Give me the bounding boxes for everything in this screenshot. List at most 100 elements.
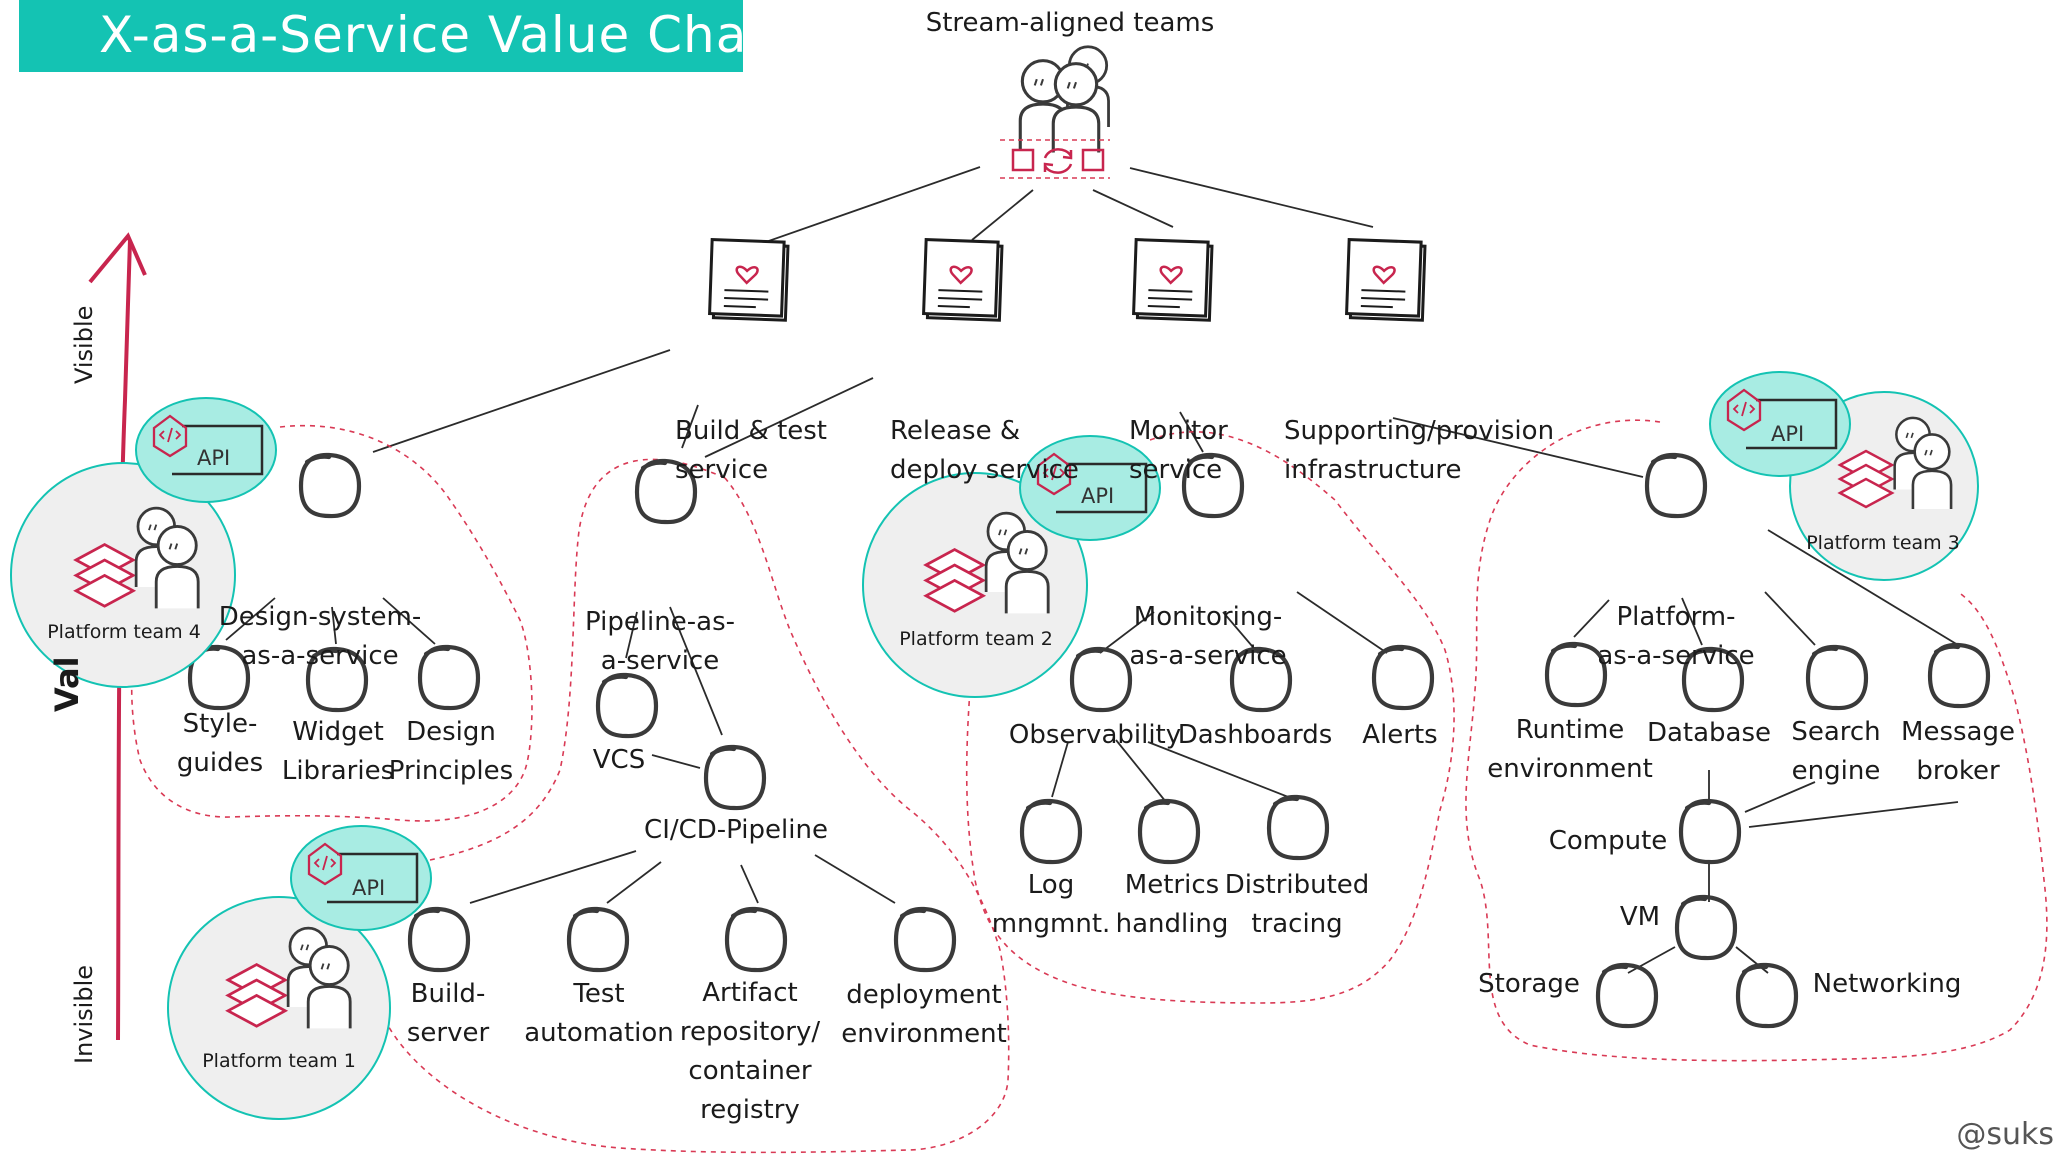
api-bubble-team-3 [1709, 371, 1851, 477]
axis-invisible-label: Invisible [70, 965, 98, 1064]
connector-stream-infra [1129, 167, 1374, 228]
connector-design-widget [331, 606, 337, 645]
platform-teams [10, 371, 1979, 1120]
label-metrics: Metrics handling [1115, 870, 1229, 939]
api-bubble-team-1 [290, 825, 432, 931]
code-icon [1726, 388, 1762, 432]
node-artifact [724, 906, 788, 973]
label-log-mgmt: Log mngmnt. [991, 870, 1111, 939]
boundary-monitoring [965, 431, 1455, 1004]
code-icon [152, 414, 188, 458]
people-icon [1018, 45, 1111, 154]
label-deploy-env: deployment environment [841, 980, 1007, 1049]
platform-paas-label: Platform-as-a-service [1597, 602, 1755, 671]
service-release-label: Release &deploy service [890, 416, 1079, 485]
team-4-badge [10, 462, 236, 688]
node-runtime [1544, 641, 1608, 708]
platform-monitoring-label: Monitoring-as-a-service [1129, 602, 1287, 671]
label-search: Search engine [1791, 717, 1881, 786]
node-widget [305, 646, 369, 713]
axis-value-label: Val [48, 656, 86, 712]
label-vm: VM [1619, 902, 1661, 932]
connector-cicd-deploy [814, 854, 896, 904]
node-alerts [1371, 644, 1435, 711]
label-build-server: Build- server [406, 979, 490, 1048]
document-heart-icon [708, 238, 790, 322]
node-deploy [893, 906, 957, 973]
label-compute: Compute [1548, 826, 1668, 856]
node-tracing [1266, 794, 1330, 861]
connector-paas-search [1764, 591, 1816, 646]
group-boundaries [130, 419, 2048, 1154]
node-design [298, 452, 362, 519]
label-storage: Storage [1478, 969, 1580, 999]
label-styleguides: Style- guides [176, 709, 264, 778]
node-metrics [1137, 798, 1201, 865]
label-database: Database [1646, 718, 1772, 748]
node-vcs [595, 672, 659, 739]
connector-monitoring-alerts [1296, 591, 1388, 654]
connector-obs-log [1051, 741, 1069, 798]
api-bubble-team-2 [1019, 435, 1161, 541]
page-title: X-as-a-Service Value Chain [99, 6, 795, 64]
connector-design-principles [382, 597, 436, 645]
label-design-principles: Design Principles [388, 717, 514, 786]
connector-paas-runtime [1573, 599, 1610, 638]
title-banner: X-as-a-Service Value Chain [19, 0, 794, 72]
service-documents [708, 238, 1427, 322]
platform-pipeline-label: Pipeline-as-a-service [585, 607, 735, 676]
connector-build-design [372, 349, 671, 453]
node-dashboards [1229, 646, 1293, 713]
connector-cicd-build [469, 850, 637, 904]
node-vm [1674, 894, 1738, 961]
connector-infra-paas [1392, 417, 1644, 478]
label-alerts: Alerts [1362, 720, 1438, 750]
document-heart-icon [1345, 238, 1427, 322]
api-label-team-1: API [352, 876, 386, 900]
connector-pipeline-cicd [669, 606, 723, 736]
label-networking: Networking [1812, 969, 1962, 999]
author-handle: @suks [1956, 1117, 2054, 1152]
connector-vm-storage [1627, 946, 1676, 974]
layers-icon [225, 963, 289, 1028]
api-label-team-3: API [1771, 422, 1805, 446]
axis-visible-label: Visible [70, 305, 98, 384]
api-label-team-2: API [1081, 484, 1115, 508]
document-heart-icon [1132, 238, 1214, 322]
team-1-label: Platform team 1 [202, 1050, 356, 1072]
node-compute [1678, 798, 1742, 865]
label-tracing: Distributed tracing [1224, 870, 1370, 939]
label-cicd: CI/CD-Pipeline [644, 815, 828, 845]
connector-lines [225, 166, 1959, 974]
connector-compute-broker [1748, 801, 1959, 828]
connector-stream-monitor [1092, 189, 1174, 228]
label-runtime: Runtime environment [1487, 715, 1653, 784]
node-build-server [407, 906, 471, 973]
node-principles [417, 644, 481, 711]
connector-release-pipeline [704, 377, 874, 458]
sync-icon [1000, 139, 1110, 179]
node-observability [1069, 646, 1133, 713]
node-broker [1927, 642, 1991, 709]
platform-design-label: Design-system-as-a-service [218, 602, 422, 671]
node-networking [1735, 962, 1799, 1029]
label-artifact-repo: Artifact repository/ container registry [679, 978, 821, 1125]
component-nodes [187, 452, 1991, 1029]
connector-pipeline-vcs [625, 611, 638, 659]
node-pipeline [634, 458, 698, 525]
team-3-label: Platform team 3 [1806, 532, 1960, 554]
node-storage [1595, 962, 1659, 1029]
connector-cicd-test [606, 861, 662, 904]
layers-icon [1837, 449, 1895, 509]
team-1-badge [167, 896, 391, 1120]
connector-monitoring-dash [1222, 611, 1259, 654]
label-test-automation: Test automation [524, 979, 674, 1048]
team-4-label: Platform team 4 [47, 621, 201, 643]
api-label-team-4: API [197, 446, 231, 470]
connector-paas-broker [1767, 529, 1959, 646]
code-icon [307, 842, 343, 886]
